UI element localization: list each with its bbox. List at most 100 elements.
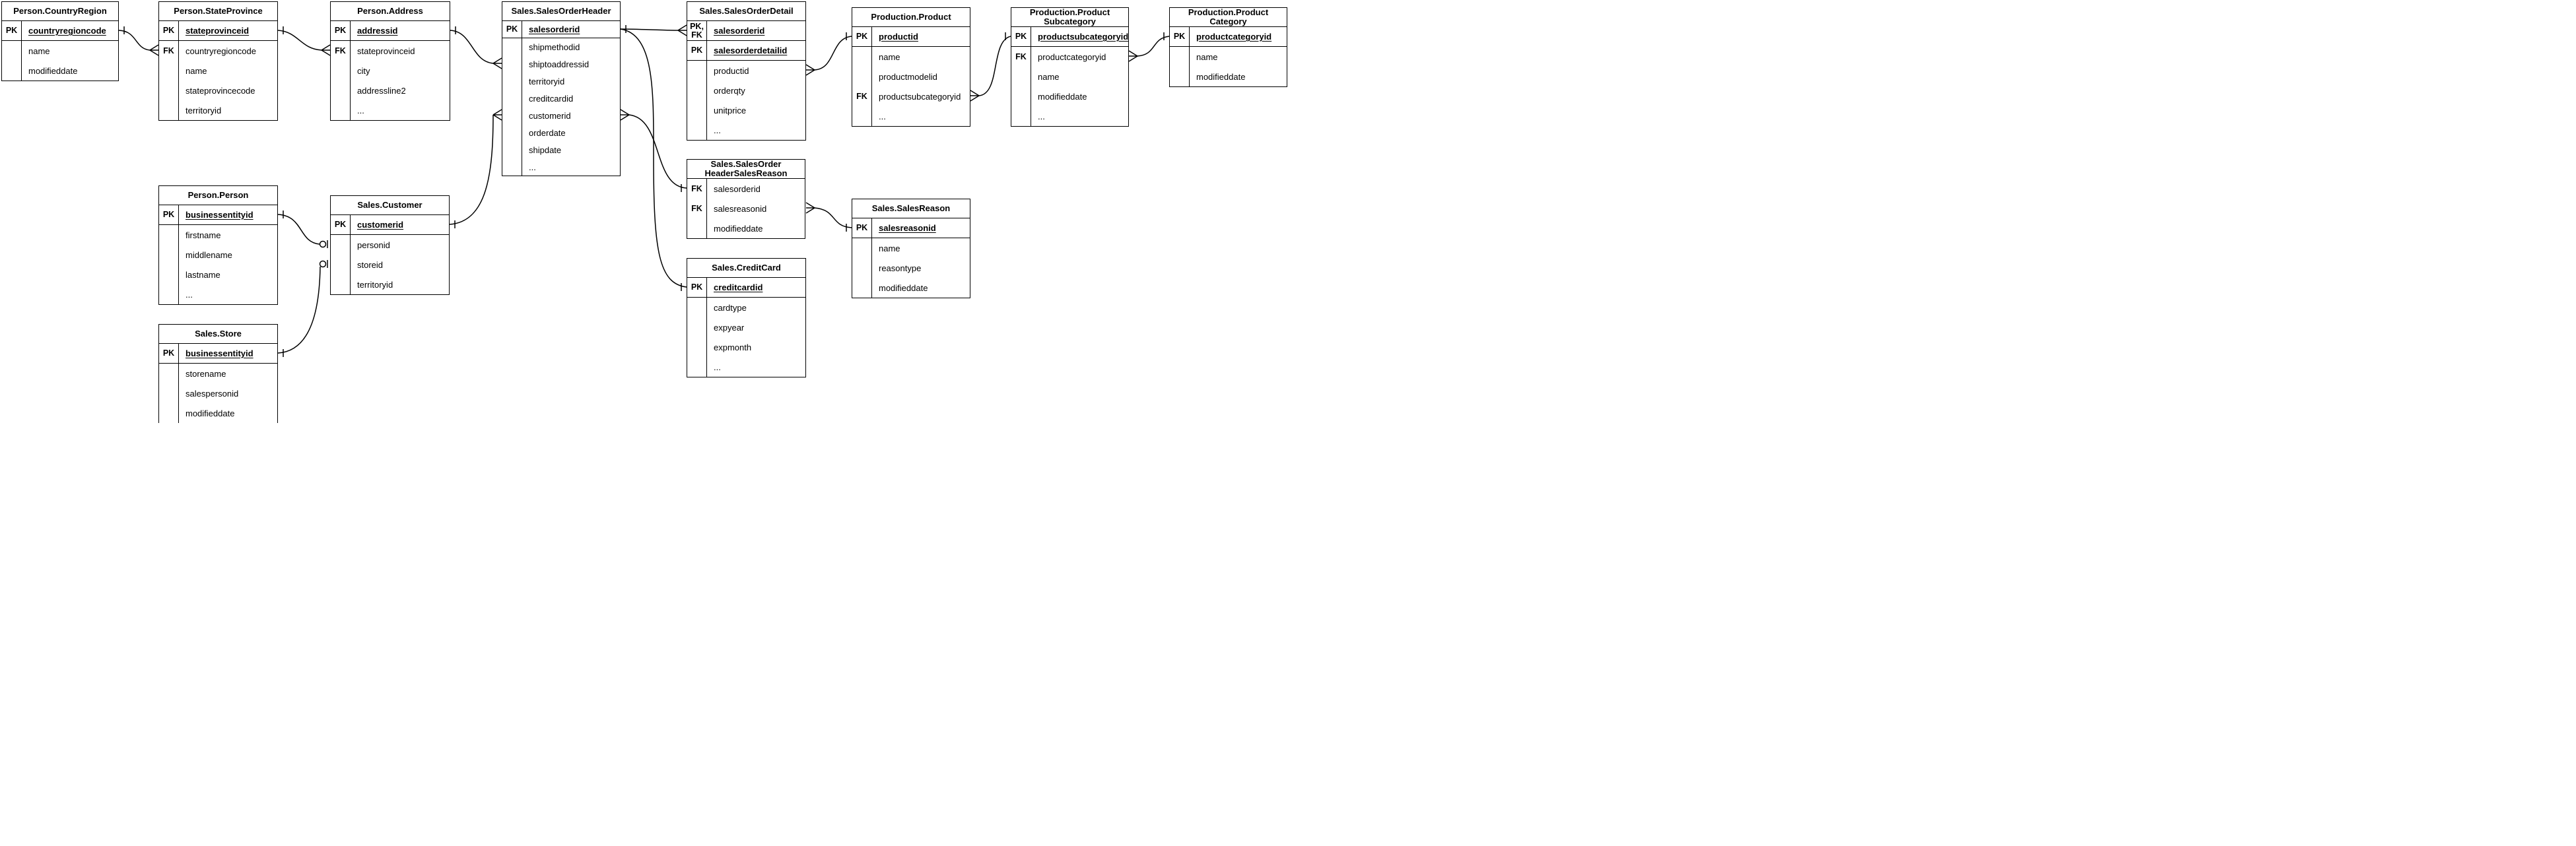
key-label: FK — [1015, 52, 1027, 61]
field-name: name — [879, 51, 900, 62]
key-label: PK — [687, 41, 707, 60]
field-name: businessentityid — [186, 210, 254, 220]
key-column — [1170, 47, 1190, 86]
key-column — [687, 298, 707, 377]
key-label-empty — [159, 61, 178, 81]
key-column — [159, 364, 179, 423]
key-label-empty — [331, 255, 350, 275]
key-label: PK — [159, 344, 179, 363]
key-label-empty — [852, 67, 871, 86]
crow-foot-prong — [492, 63, 502, 69]
key-label-empty — [159, 100, 178, 120]
relationship-Sales.Customer-Sales.SalesOrderHeader — [449, 114, 494, 225]
crow-foot-prong — [805, 69, 815, 76]
cardinality-zero-circle — [319, 240, 327, 248]
field-name: cardtype — [714, 302, 747, 313]
cardinality-zero-circle — [319, 260, 327, 268]
relationship-Sales.SalesOrderHeader-Sales.SalesOrderHeaderSalesReason — [628, 114, 687, 189]
relationship-Sales.SalesOrderHeader-Sales.CreditCard — [620, 28, 687, 288]
relationship-Sales.SalesOrderHeaderSalesReason-Sales.SalesReason — [814, 207, 852, 228]
key-label-empty — [687, 337, 706, 357]
key-label-empty — [852, 278, 871, 298]
field-name: salesorderid — [529, 24, 580, 34]
crow-foot-prong — [677, 24, 687, 31]
field-cell: productid — [872, 27, 970, 46]
field-name: customerid — [529, 110, 571, 121]
field-name: modifieddate — [1038, 91, 1087, 102]
field-name: firstname — [186, 230, 221, 240]
field-name: ... — [529, 162, 536, 172]
key-label: PK — [1170, 27, 1190, 46]
table-title: Person.Address — [331, 2, 450, 21]
crow-foot-prong — [492, 57, 502, 64]
field-name: salespersonid — [186, 388, 239, 399]
field-name: name — [879, 243, 900, 253]
field-name: ... — [714, 362, 721, 372]
key-label-empty — [502, 90, 522, 107]
field-name: productmodelid — [879, 71, 937, 82]
crow-foot-prong — [805, 202, 815, 209]
key-column — [331, 235, 351, 294]
field-name: productsubcategoryid — [879, 91, 961, 102]
field-name: productsubcategoryid — [1038, 32, 1129, 42]
field-cell: addressid — [351, 21, 450, 40]
field-name: salesreasonid — [879, 223, 936, 233]
field-cell: salesorderid — [522, 21, 620, 38]
table-title: Sales.SalesOrderHeader — [502, 2, 620, 21]
key-label-empty — [2, 61, 21, 81]
field-name: storename — [186, 368, 226, 379]
key-label-empty — [159, 403, 178, 423]
field-name: businessentityid — [186, 348, 254, 358]
crow-foot-prong — [677, 30, 687, 36]
table-title: Person.StateProvince — [159, 2, 277, 21]
field-name: ... — [714, 125, 721, 135]
key-label-empty — [852, 258, 871, 278]
key-label: PK — [852, 218, 872, 238]
table-title: Person.CountryRegion — [2, 2, 118, 21]
field-name: modifieddate — [1196, 71, 1246, 82]
field-name: modifieddate — [714, 223, 763, 234]
key-label-empty — [1170, 47, 1189, 67]
key-row: PK salesreasonid — [852, 218, 970, 238]
relationship-Sales.Store-Sales.Customer — [277, 266, 321, 354]
field-cell: businessentityid — [179, 344, 277, 363]
key-label-empty — [331, 61, 350, 81]
key-label-empty — [159, 265, 178, 284]
crow-foot-prong — [620, 109, 630, 115]
field-name: addressline2 — [357, 85, 406, 96]
key-column — [2, 41, 22, 81]
key-label-empty — [502, 38, 522, 55]
key-label: PK — [159, 205, 179, 224]
key-label-empty — [852, 238, 871, 258]
